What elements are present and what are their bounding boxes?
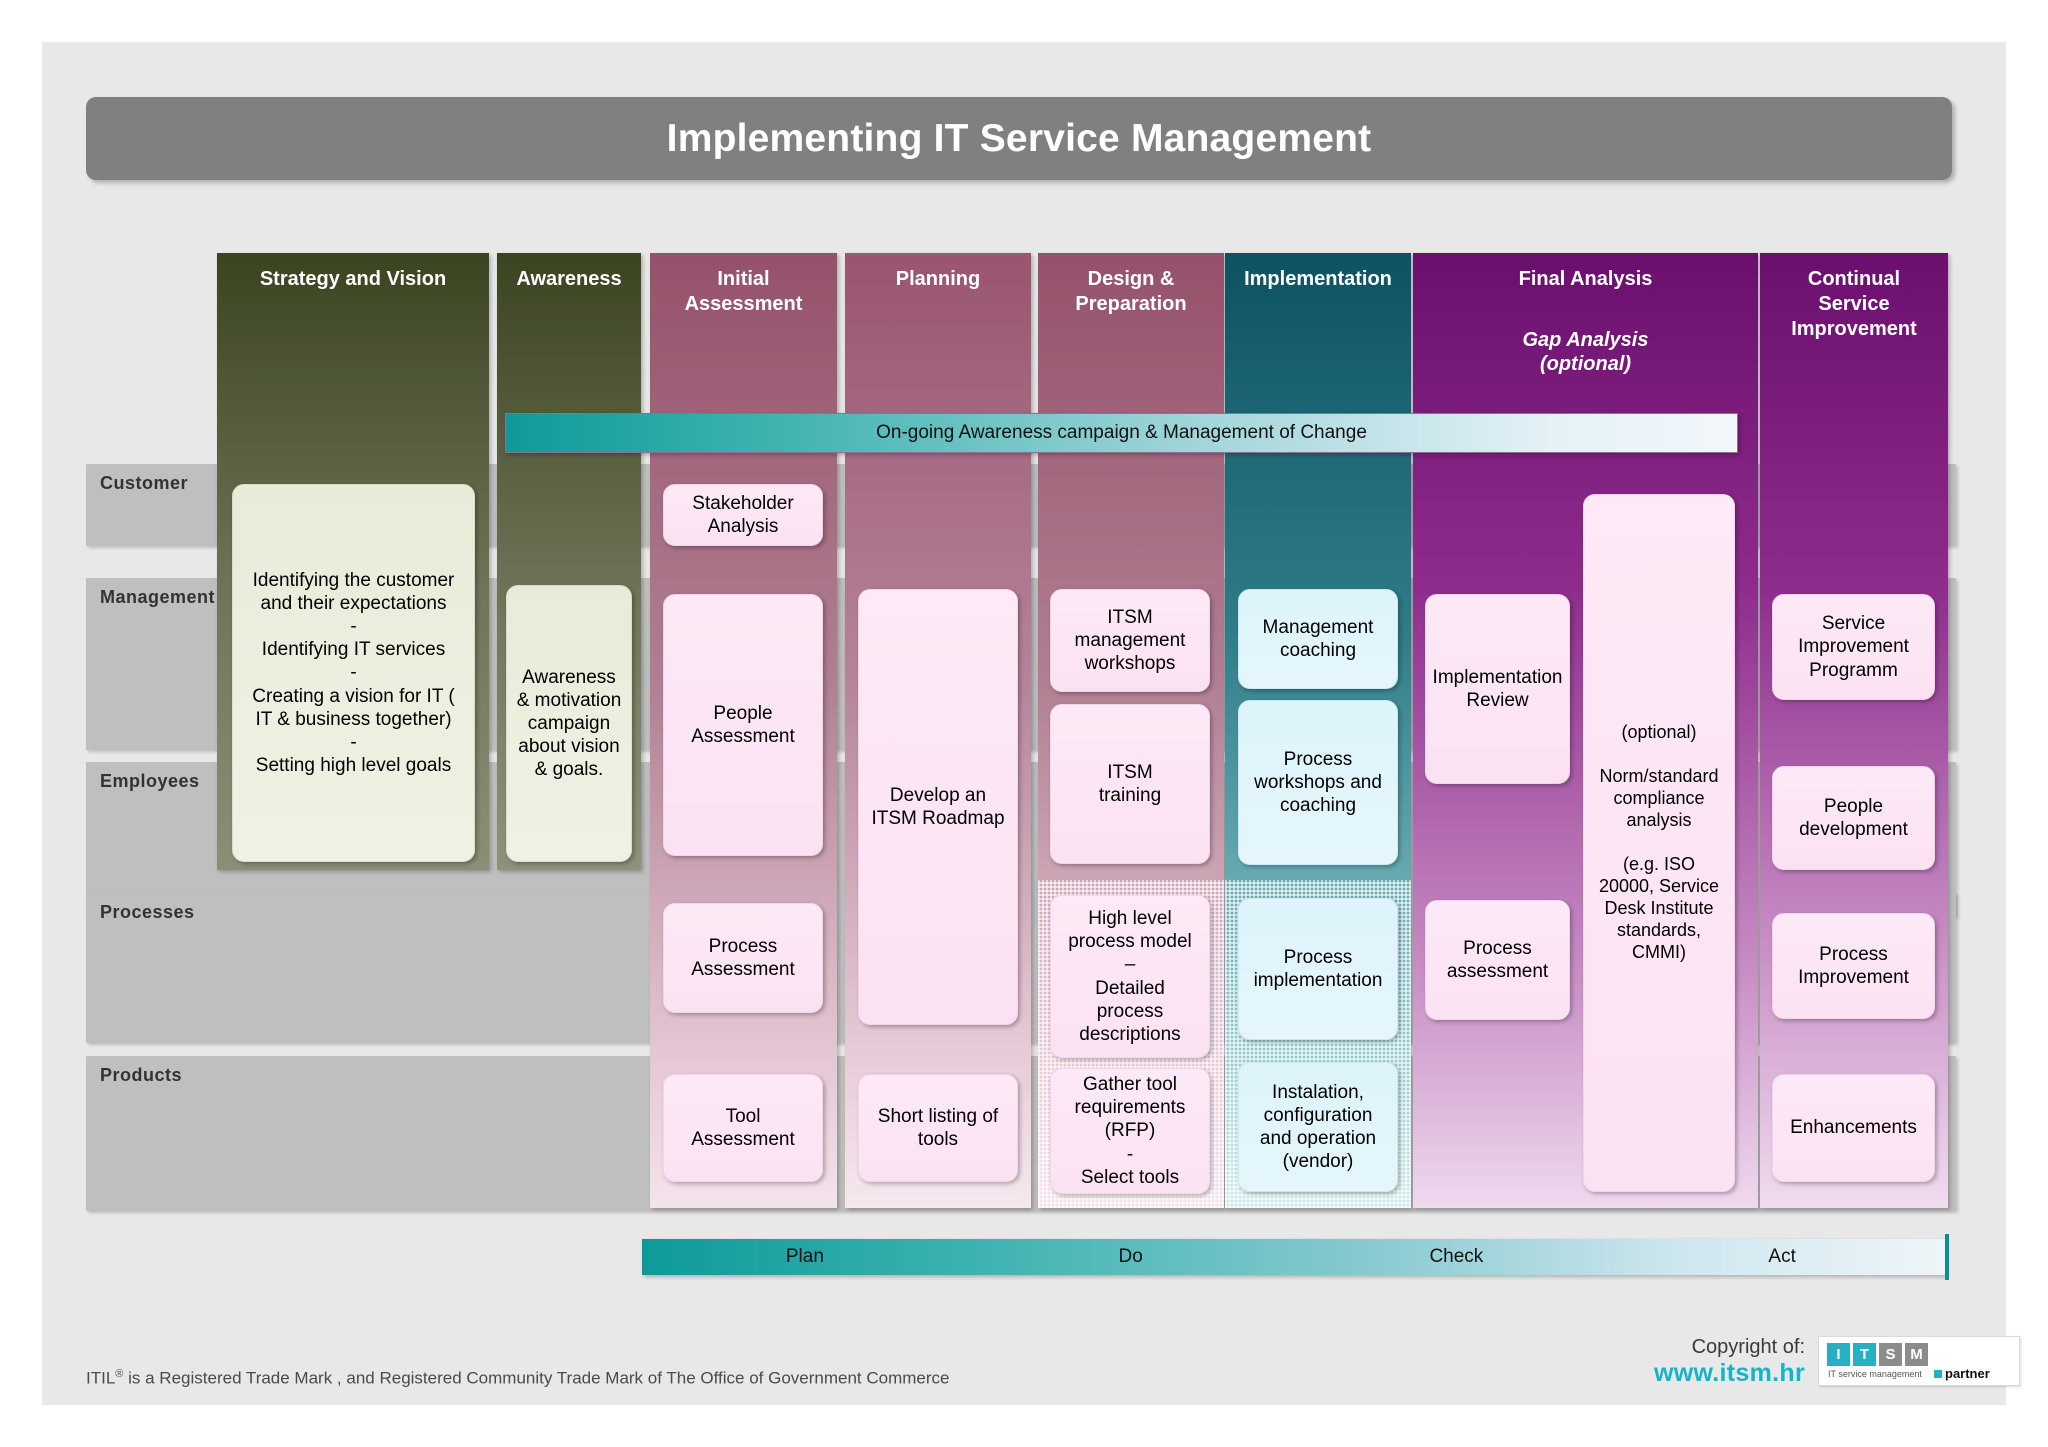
box-people-assessment-text: People Assessment [691, 702, 795, 747]
logo-letter-s: S [1879, 1343, 1902, 1366]
box-people-development[interactable]: People development [1772, 766, 1935, 870]
column-header-implementation: Implementation [1244, 268, 1392, 290]
box-process-assessment-final[interactable]: Process assessment [1425, 900, 1570, 1020]
box-implementation-review[interactable]: Implementation Review [1425, 594, 1570, 784]
pdca-segment-plan: Plan [785, 1246, 824, 1267]
box-tool-assessment[interactable]: Tool Assessment [663, 1074, 823, 1182]
pdca-segment-check: Check [1429, 1246, 1484, 1267]
ongoing-awareness-banner: On-going Awareness campaign & Management… [505, 413, 1738, 453]
box-short-listing-tools-text: Short listing of tools [877, 1105, 999, 1150]
pdca-end-marker [1945, 1234, 1949, 1280]
box-process-workshops-coaching-text: Process workshops and coaching [1254, 748, 1382, 817]
itsm-partner-logo: I T S M IT service management partner [1818, 1336, 2020, 1386]
column-header-design-and-preparation: Design & Preparation [1075, 268, 1187, 315]
logo-square-icon [1934, 1370, 1942, 1378]
box-short-listing-tools[interactable]: Short listing of tools [858, 1074, 1018, 1182]
logo-letter-m: M [1905, 1343, 1928, 1366]
itil-trademark-pre: ITIL [86, 1368, 116, 1388]
box-process-implementation[interactable]: Process implementation [1238, 898, 1398, 1040]
box-enhancements-text: Enhancements [1790, 1117, 1917, 1139]
box-management-coaching-text: Management coaching [1262, 616, 1374, 661]
box-norm-standard-compliance[interactable]: (optional) Norm/standard compliance anal… [1583, 494, 1735, 1192]
box-installation-configuration-text: Instalation, configuration and operation… [1259, 1081, 1377, 1173]
column-header-initial-assessment: Initial Assessment [684, 268, 803, 315]
row-label-management: Management [100, 587, 216, 607]
box-people-assessment[interactable]: People Assessment [663, 594, 823, 856]
column-header-final-analysis: Final Analysis Gap Analysis (optional) [1413, 253, 1758, 376]
box-stakeholder-analysis-text: Stakeholder Analysis [692, 492, 794, 537]
box-awareness-text: Awareness & motivation campaign about vi… [516, 666, 622, 781]
box-implementation-review-text: Implementation Review [1432, 666, 1563, 711]
box-itsm-training-text: ITSM training [1098, 761, 1162, 806]
page-title-text: Implementing IT Service Management [666, 116, 1372, 160]
box-high-level-process-model[interactable]: High level process model – Detailed proc… [1050, 895, 1210, 1058]
box-high-level-process-model-text: High level process model – Detailed proc… [1068, 907, 1192, 1045]
box-management-coaching[interactable]: Management coaching [1238, 589, 1398, 689]
box-stakeholder-analysis[interactable]: Stakeholder Analysis [663, 484, 823, 546]
box-itsm-roadmap-text: Develop an ITSM Roadmap [871, 784, 1005, 829]
column-header-final-analysis-label: Final Analysis [1518, 268, 1653, 290]
box-installation-configuration[interactable]: Instalation, configuration and operation… [1238, 1062, 1398, 1192]
row-label-customer: Customer [100, 473, 189, 493]
box-strategy-vision[interactable]: Identifying the customer and their expec… [232, 484, 475, 862]
box-service-improvement-programm-text: Service Improvement Programm [1798, 613, 1909, 681]
box-process-assessment-initial-text: Process Assessment [691, 935, 795, 980]
column-header-planning: Planning [895, 268, 981, 290]
logo-letter-row: I T S M [1827, 1343, 1928, 1366]
copyright-block: Copyright of: www.itsm.hr [1590, 1336, 1805, 1388]
box-process-improvement-text: Process Improvement [1798, 943, 1909, 988]
logo-letter-i: I [1827, 1343, 1850, 1366]
box-awareness[interactable]: Awareness & motivation campaign about vi… [506, 585, 632, 862]
box-people-development-text: People development [1799, 795, 1908, 840]
column-header-continual-service-improvement: Continual Service Improvement [1791, 268, 1917, 340]
copyright-label: Copyright of: [1691, 1336, 1805, 1358]
column-header-awareness: Awareness [516, 268, 622, 290]
logo-letter-t: T [1853, 1343, 1876, 1366]
logo-tagline: IT service management [1828, 1369, 1922, 1379]
box-process-assessment-final-text: Process assessment [1446, 937, 1549, 982]
box-itsm-training[interactable]: ITSM training [1050, 704, 1210, 864]
box-process-implementation-text: Process implementation [1253, 946, 1383, 991]
box-gather-tool-requirements[interactable]: Gather tool requirements (RFP) - Select … [1050, 1068, 1210, 1194]
column-header-gap-analysis-subtitle: Gap Analysis (optional) [1522, 329, 1649, 375]
itil-trademark-note: ITIL® is a Registered Trade Mark , and R… [86, 1368, 950, 1389]
box-process-assessment-initial[interactable]: Process Assessment [663, 903, 823, 1013]
website-link[interactable]: www.itsm.hr [1653, 1359, 1805, 1387]
pdca-segment-act: Act [1768, 1246, 1796, 1267]
box-itsm-roadmap[interactable]: Develop an ITSM Roadmap [858, 589, 1018, 1025]
logo-partner-text: partner [1945, 1366, 1990, 1381]
pdca-bar: Plan Do Check Act [642, 1239, 1945, 1275]
registered-mark-icon: ® [115, 1368, 124, 1380]
box-gather-tool-requirements-text: Gather tool requirements (RFP) - Select … [1074, 1074, 1186, 1188]
row-label-employees: Employees [100, 771, 200, 791]
column-continual-service-improvement[interactable]: Continual Service Improvement [1760, 253, 1948, 1208]
box-service-improvement-programm[interactable]: Service Improvement Programm [1772, 594, 1935, 700]
column-header-strategy-and-vision: Strategy and Vision [259, 268, 447, 290]
page-title: Implementing IT Service Management [86, 97, 1952, 180]
pdca-segment-do: Do [1118, 1246, 1143, 1267]
box-norm-standard-compliance-text: (optional) Norm/standard compliance anal… [1598, 722, 1720, 962]
box-tool-assessment-text: Tool Assessment [691, 1105, 795, 1150]
row-label-products: Products [100, 1065, 183, 1085]
box-enhancements[interactable]: Enhancements [1772, 1074, 1935, 1182]
box-itsm-management-workshops-text: ITSM management workshops [1074, 606, 1186, 675]
box-itsm-management-workshops[interactable]: ITSM management workshops [1050, 589, 1210, 692]
row-label-processes: Processes [100, 902, 195, 922]
ongoing-awareness-banner-text: On-going Awareness campaign & Management… [876, 422, 1367, 443]
box-strategy-vision-text: Identifying the customer and their expec… [252, 569, 455, 777]
box-process-workshops-coaching[interactable]: Process workshops and coaching [1238, 700, 1398, 865]
box-process-improvement[interactable]: Process Improvement [1772, 913, 1935, 1019]
itil-trademark-post: is a Registered Trade Mark , and Registe… [123, 1368, 950, 1388]
